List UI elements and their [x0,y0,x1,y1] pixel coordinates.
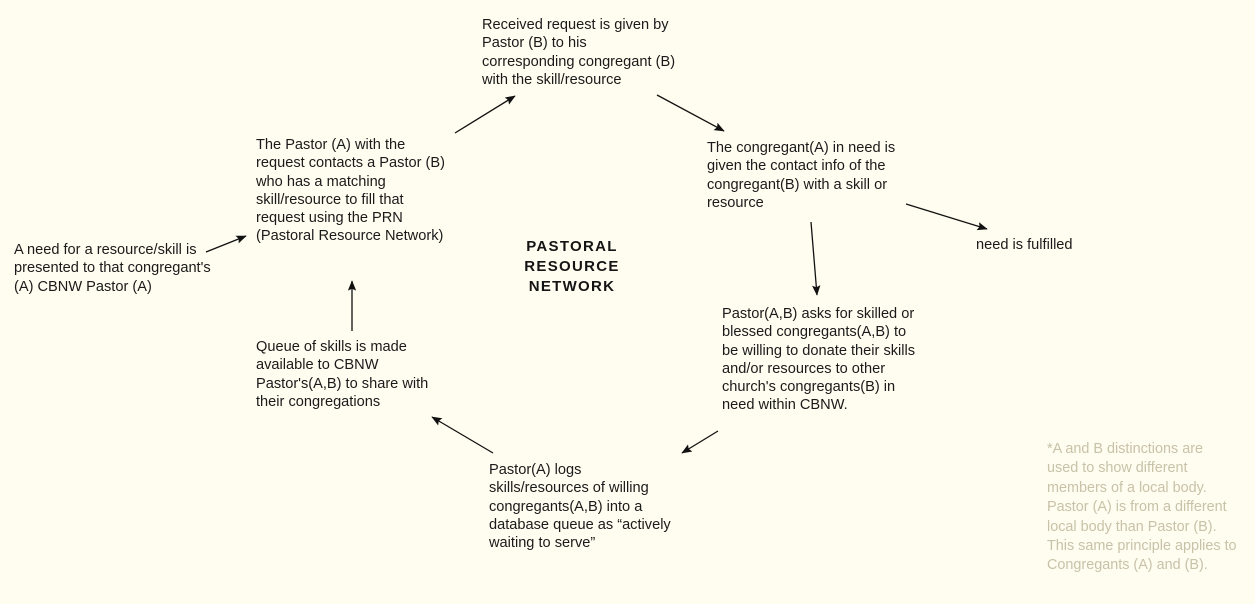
node-congregant-a-given-contact: The congregant(A) in need is given the c… [707,140,896,211]
node-pastor-a-contacts-pastor-b: The Pastor (A) with the request contacts… [256,137,445,245]
arrow-logs-to-queue [431,416,494,454]
node-queue-of-skills: Queue of skills is made available to CBN… [256,339,429,410]
node-pastor-a-logs-skills: Pastor(A) logs skills/resources of willi… [489,462,671,552]
node-pastor-ab-asks: Pastor(A,B) asks for skilled or blessed … [722,306,916,414]
arrow-received-to-congregant-a [656,94,725,132]
center-title-pastoral-resource-network: PASTORAL RESOURCE NETWORK [524,238,620,295]
arrow-pastor-a-to-received [454,95,516,134]
arrow-congregant-a-to-pastor-ab [810,221,821,296]
arrow-congregant-a-to-fulfilled [905,203,988,231]
footnote-a-b-distinctions: *A and B distinctions are used to show d… [1047,441,1237,574]
node-need-is-fulfilled: need is fulfilled [976,237,1073,253]
arrow-pastor-ab-to-logs [681,430,719,454]
node-need-presented: A need for a resource/skill is presented… [14,242,211,295]
node-received-request: Received request is given by Pastor (B) … [482,17,676,88]
